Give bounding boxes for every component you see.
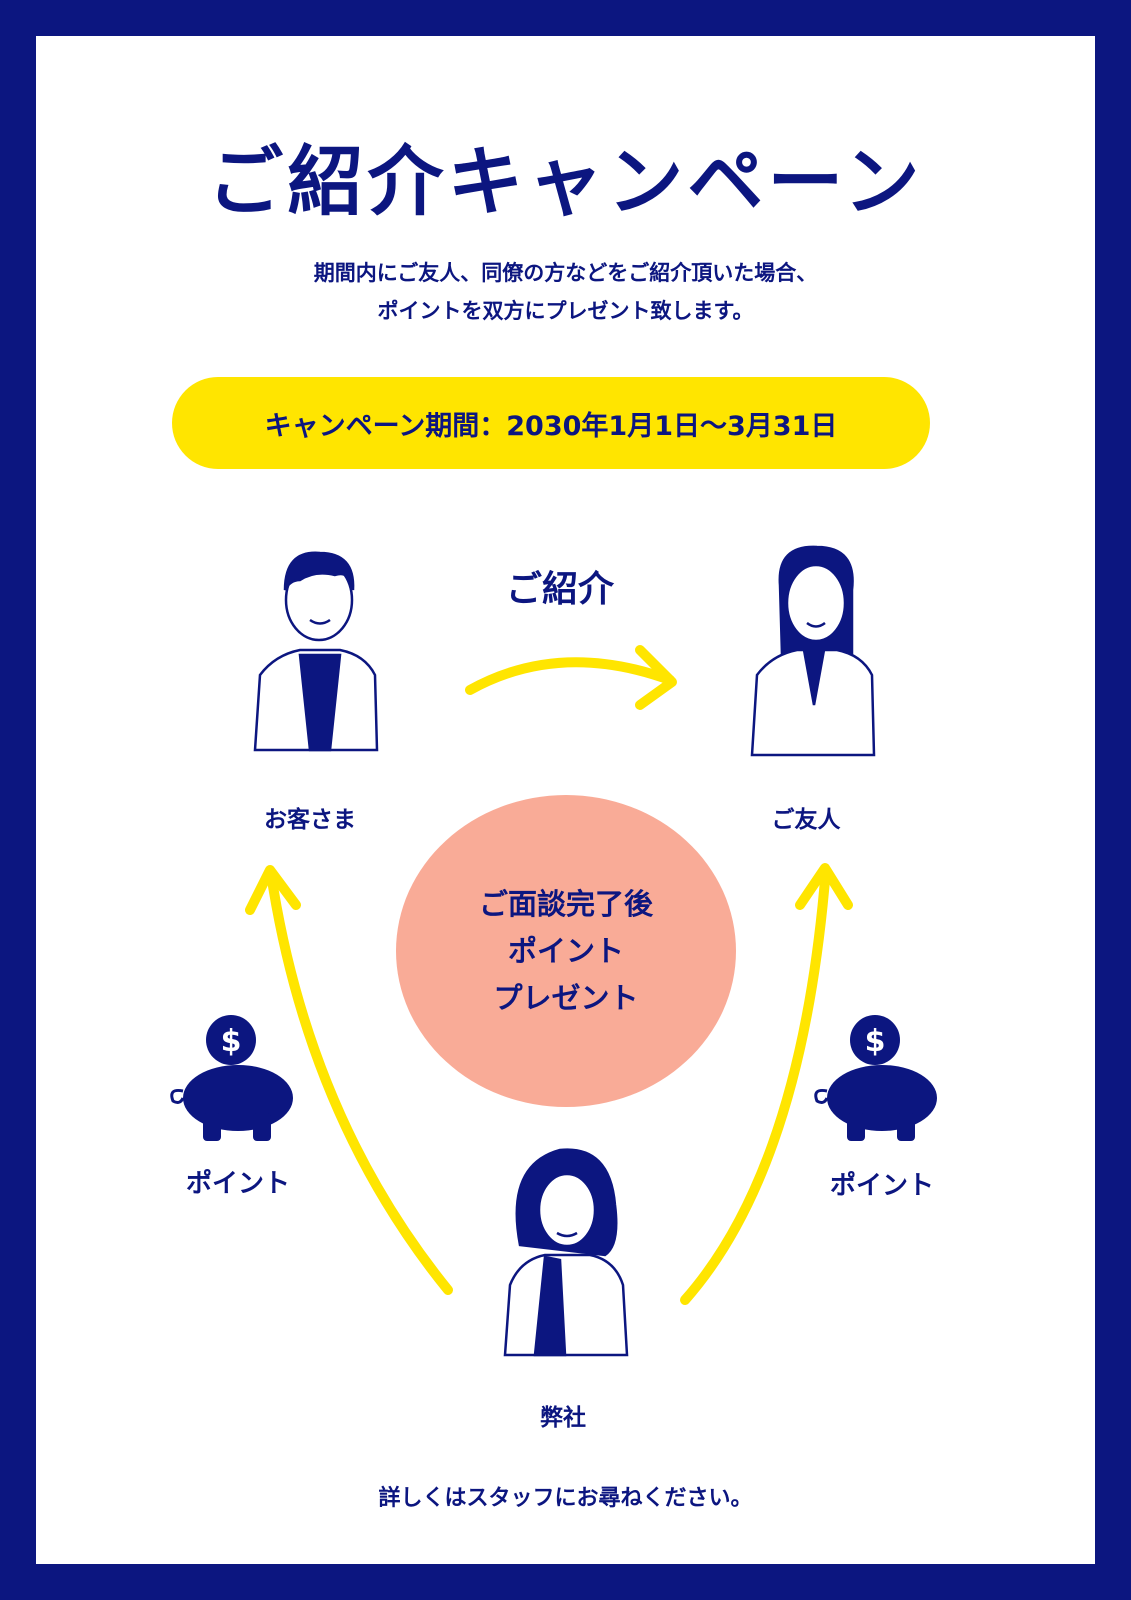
svg-text:$: $ (221, 1024, 242, 1059)
customer-avatar (253, 551, 379, 752)
description-line-1: 期間内にご友人、同僚の方などをご紹介頂いた場合、 (313, 261, 818, 285)
center-line-2: ポイント (507, 933, 624, 968)
friend-avatar (750, 545, 876, 757)
referral-arrow-head (635, 645, 677, 710)
friend-label: ご友人 (771, 807, 841, 833)
right-point-arrow-head (795, 863, 853, 910)
svg-text:$: $ (865, 1024, 886, 1059)
right-point-arrow (680, 875, 830, 1305)
company-staff-avatar (503, 1148, 629, 1357)
point-label-right: ポイント (829, 1171, 934, 1201)
piggy-bank-icon: $ (170, 1015, 293, 1141)
piggy-bank-icon: $ (814, 1015, 937, 1141)
referral-arrow (465, 657, 675, 695)
page-title: ご紹介キャンペーン (207, 137, 924, 226)
point-present-circle: ご面談完了後 ポイント プレゼント (396, 795, 736, 1107)
left-point-arrow (267, 875, 453, 1295)
referral-label: ご紹介 (505, 569, 614, 610)
customer-label: お客さま (264, 807, 356, 833)
company-label: 弊社 (540, 1405, 586, 1431)
footer-note: 詳しくはスタッフにお尋ねください。 (378, 1486, 753, 1511)
point-label-left: ポイント (185, 1169, 290, 1199)
center-line-3: プレゼント (493, 980, 639, 1015)
center-line-1: ご面談完了後 (478, 886, 653, 921)
campaign-period-text: キャンペーン期間：2030年1月1日〜3月31日 (264, 410, 838, 442)
description-line-2: ポイントを双方にプレゼント致します。 (377, 299, 754, 323)
campaign-period-banner: キャンペーン期間：2030年1月1日〜3月31日 (172, 377, 930, 469)
left-point-arrow-head (245, 865, 301, 915)
